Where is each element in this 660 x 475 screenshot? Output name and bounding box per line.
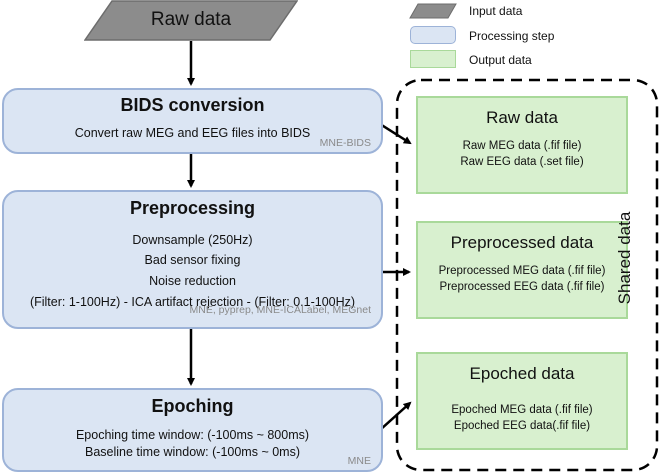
step-tools: MNE-BIDS bbox=[319, 137, 371, 149]
legend-process-swatch bbox=[410, 26, 456, 44]
step-tools: MNE, pyprep, MNE-ICALabel, MEGnet bbox=[189, 304, 371, 316]
output-line: Preprocessed EEG data (.fif file) bbox=[439, 281, 605, 293]
output-line: Epoched EEG data(.fif file) bbox=[453, 420, 591, 432]
step-line: Epoching time window: (-100ms ~ 800ms) bbox=[75, 428, 310, 442]
output-line: Epoched MEG data (.fif file) bbox=[451, 404, 593, 416]
legend-output-swatch bbox=[410, 50, 456, 68]
output-title: Raw data bbox=[486, 108, 558, 127]
step-line: Downsample (250Hz) bbox=[132, 233, 253, 247]
step-line: Baseline time window: (-100ms ~ 0ms) bbox=[84, 445, 300, 459]
output-preprocessed-data: Preprocessed data Preprocessed MEG data … bbox=[416, 221, 628, 319]
step-bids-conversion: BIDS conversion Convert raw MEG and EEG … bbox=[2, 88, 383, 154]
input-data-label: Raw data bbox=[150, 9, 232, 30]
output-title: Epoched data bbox=[469, 364, 575, 383]
output-epoched-data: Epoched data Epoched MEG data (.fif file… bbox=[416, 352, 628, 450]
output-line: Raw MEG data (.fif file) bbox=[462, 140, 582, 152]
input-data-shape bbox=[84, 0, 298, 41]
step-line: (Filter: 1-100Hz) - ICA artifact rejecti… bbox=[29, 295, 356, 309]
step-line: Convert raw MEG and EEG files into BIDS bbox=[74, 126, 311, 140]
output-line: Raw EEG data (.set file) bbox=[460, 156, 584, 168]
legend-input-swatch bbox=[409, 3, 457, 19]
output-raw-data: Raw data Raw MEG data (.fif file) Raw EE… bbox=[416, 96, 628, 194]
legend-input-label: Input data bbox=[469, 4, 523, 18]
arrow-epoching-to-epoched-output bbox=[379, 401, 412, 431]
step-tools: MNE bbox=[347, 455, 371, 467]
legend-process-label: Processing step bbox=[469, 29, 555, 43]
step-title: BIDS conversion bbox=[120, 95, 265, 115]
shared-data-label: Shared data bbox=[615, 211, 634, 305]
step-title: Epoching bbox=[151, 396, 234, 416]
shared-data-frame bbox=[395, 78, 659, 472]
step-line: Noise reduction bbox=[149, 274, 236, 288]
output-title: Preprocessed data bbox=[450, 233, 594, 252]
arrow-bids-to-raw-output bbox=[379, 122, 412, 145]
step-line: Bad sensor fixing bbox=[144, 253, 241, 267]
step-preprocessing: Preprocessing Downsample (250Hz) Bad sen… bbox=[2, 190, 383, 329]
step-title: Preprocessing bbox=[129, 198, 256, 218]
legend-output-label: Output data bbox=[469, 53, 532, 67]
step-epoching: Epoching Epoching time window: (-100ms ~… bbox=[2, 388, 383, 472]
output-line: Preprocessed MEG data (.fif file) bbox=[438, 265, 606, 277]
